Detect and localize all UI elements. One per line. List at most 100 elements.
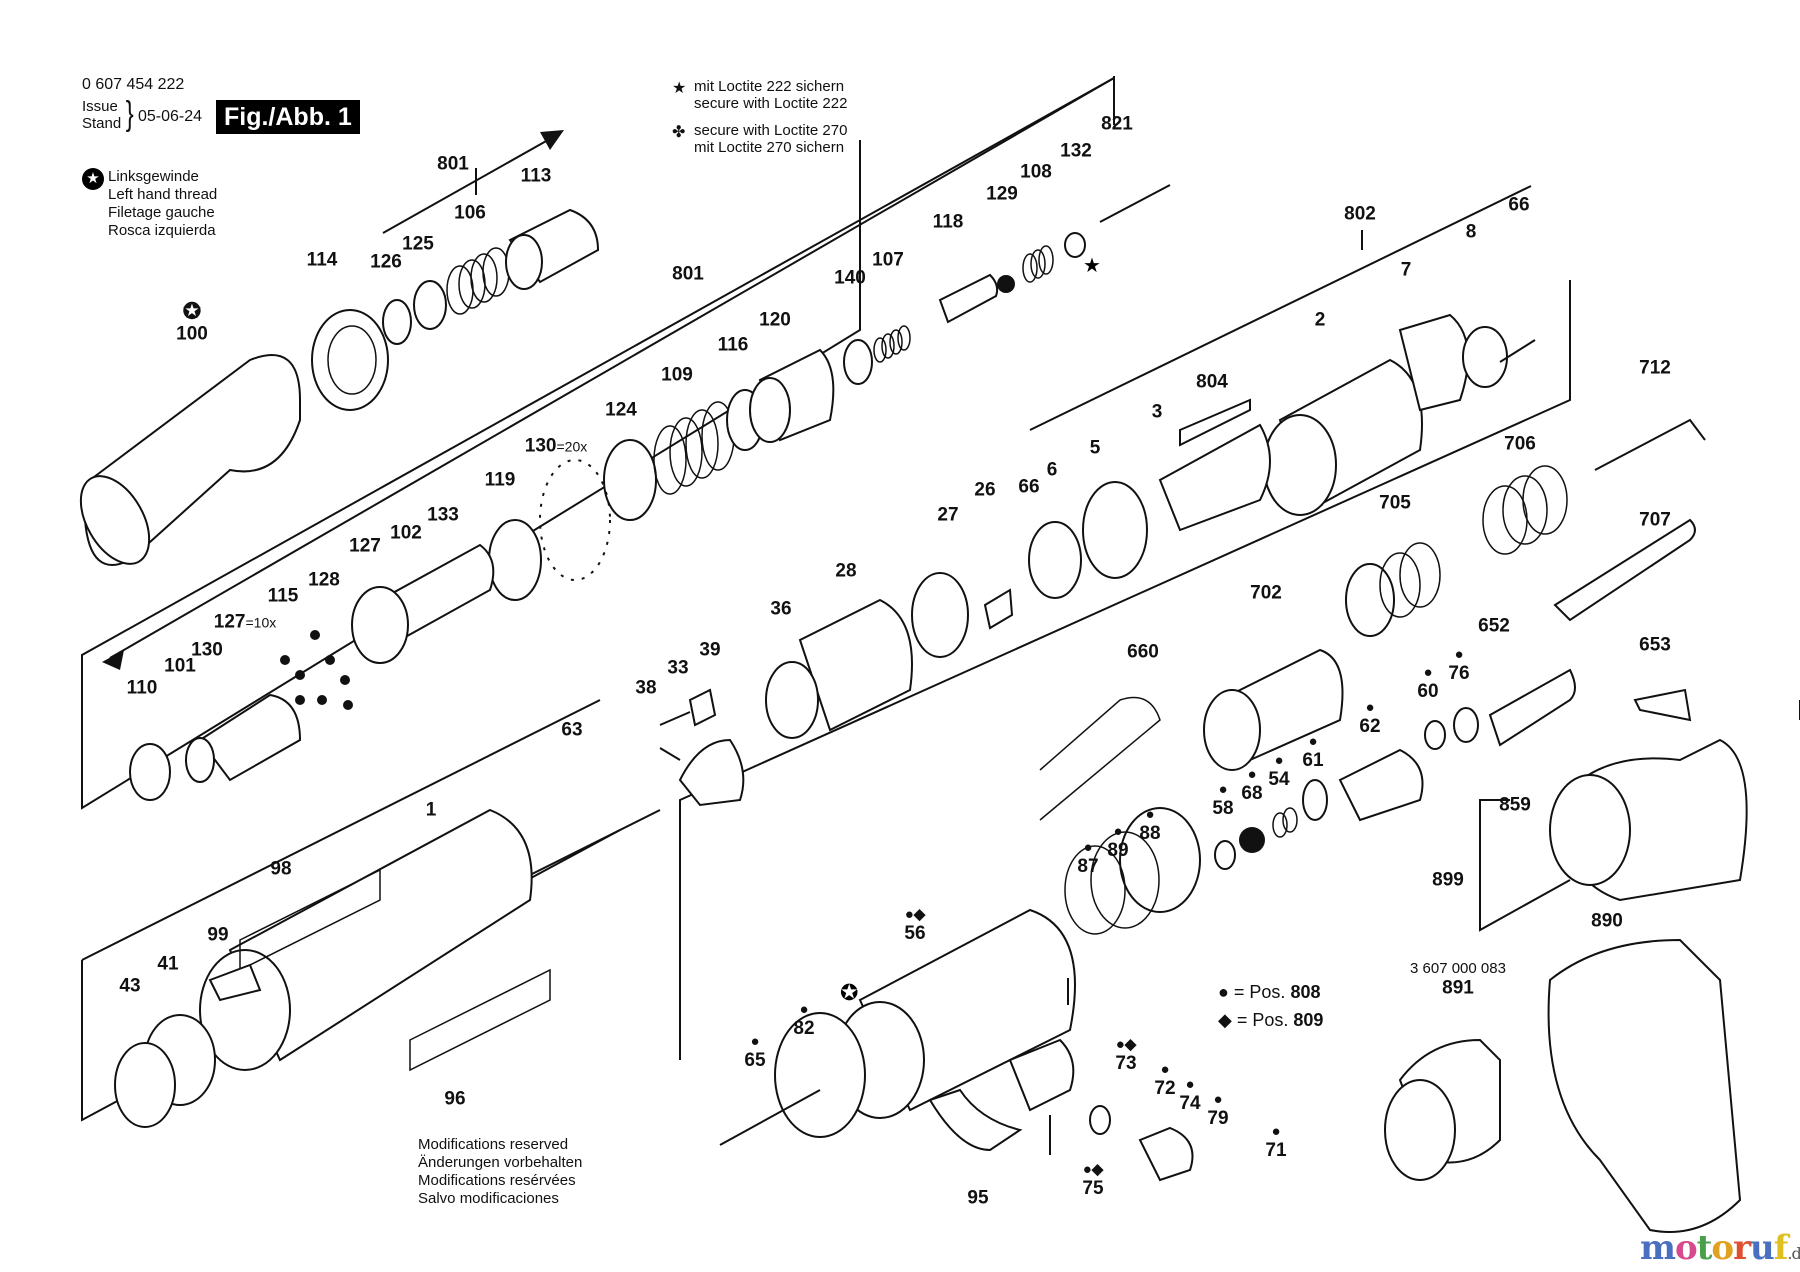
legend-loctite-line: mit Loctite 222 sichern bbox=[694, 78, 845, 95]
part-number: 28 bbox=[835, 560, 857, 582]
part-number: 890 bbox=[1591, 910, 1623, 932]
part-number: 706 bbox=[1504, 433, 1536, 455]
legend-pos-808: ● = Pos. 808 bbox=[1218, 978, 1323, 1006]
part-label-110: 110 bbox=[127, 679, 158, 698]
part-label-58: ●58 bbox=[1212, 782, 1233, 818]
part-99-clip bbox=[208, 963, 262, 1002]
part-label-705: 705 bbox=[1379, 494, 1411, 513]
part-number: 702 bbox=[1250, 582, 1282, 604]
brace-icon: } bbox=[125, 95, 134, 133]
part-number: 116 bbox=[717, 334, 749, 356]
brand-letter: f bbox=[1773, 1228, 1789, 1268]
part-label-38: 38 bbox=[635, 679, 656, 698]
part-label-802: 802 bbox=[1344, 205, 1376, 224]
left-hand-thread-icon: ✪ bbox=[840, 980, 858, 1005]
part-label-127: 127 bbox=[349, 537, 381, 556]
part-label-102: 102 bbox=[390, 524, 422, 543]
air-inlet-parts bbox=[1039, 418, 1706, 870]
part-label-98: 98 bbox=[270, 860, 291, 879]
arrow-left-icon bbox=[102, 650, 124, 670]
part-124-ring bbox=[603, 439, 657, 521]
brand-letter: o bbox=[1674, 1228, 1698, 1268]
part-label-702: 702 bbox=[1250, 584, 1282, 603]
figure-title: Fig./Abb. 1 bbox=[216, 100, 360, 134]
frame-top bbox=[81, 76, 1115, 810]
star-circle-icon: ★ bbox=[82, 168, 104, 190]
part-label-33: 33 bbox=[667, 659, 688, 678]
part-label-114: 114 bbox=[307, 251, 338, 270]
part-130-ball-ring bbox=[539, 459, 611, 581]
part-number: 129 bbox=[986, 183, 1018, 205]
part-130-balls bbox=[280, 630, 353, 710]
part-label-63: 63 bbox=[561, 721, 582, 740]
part-label-125: 125 bbox=[402, 235, 434, 254]
motor-parts bbox=[1028, 313, 1536, 599]
part-number: 27 bbox=[937, 504, 959, 526]
modifications-note: Modifications reserved Änderungen vorbeh… bbox=[418, 1136, 582, 1208]
part-number: 66 bbox=[1508, 194, 1530, 216]
part-707-wrench bbox=[1553, 518, 1696, 622]
part-label-653: 653 bbox=[1639, 636, 1671, 655]
part-label-133: 133 bbox=[427, 506, 459, 525]
part-label-43: 43 bbox=[119, 977, 140, 996]
part-label-101: 101 bbox=[164, 657, 196, 676]
part-label-27: 27 bbox=[937, 506, 958, 525]
valve-housing-parts: ✪ bbox=[719, 807, 1201, 1182]
modifications-line: Salvo modificaciones bbox=[418, 1190, 559, 1207]
part-number: 6 bbox=[1046, 459, 1058, 481]
legend-lh-line: Filetage gauche bbox=[108, 204, 215, 221]
catalog-part-number: 0 607 454 222 bbox=[82, 76, 185, 93]
part-label-66: 66 bbox=[1508, 196, 1529, 215]
part-label-76: ●76 bbox=[1448, 647, 1469, 683]
brand-watermark: motoruf.de bbox=[1640, 1228, 1800, 1268]
part-number: 652 bbox=[1478, 615, 1510, 637]
part-label-127: 127=10x bbox=[214, 613, 276, 632]
part-label-113: 113 bbox=[521, 167, 552, 186]
part-number: 133 bbox=[427, 504, 459, 526]
part-quantity: =10x bbox=[245, 614, 277, 631]
part-number: 106 bbox=[454, 202, 486, 224]
part-number: 5 bbox=[1089, 437, 1101, 459]
part-label-28: 28 bbox=[835, 562, 856, 581]
part-label-5: 5 bbox=[1090, 439, 1101, 458]
part-label-890: 890 bbox=[1591, 912, 1623, 931]
dot-icon: ● bbox=[1160, 1061, 1170, 1078]
dot-diamond-icon: ●◆ bbox=[904, 906, 926, 923]
star-icon: ★ bbox=[1083, 255, 1101, 277]
part-number: 89 bbox=[1107, 840, 1129, 861]
part-39-gear bbox=[688, 688, 717, 727]
part-label-68: ●68 bbox=[1241, 767, 1262, 803]
part-number: 801 bbox=[672, 263, 704, 285]
part-number: 2 bbox=[1314, 309, 1326, 331]
part-number: 62 bbox=[1359, 716, 1381, 737]
part-65-pin bbox=[719, 1089, 821, 1146]
part-label-107: 107 bbox=[872, 251, 904, 270]
part-label-130: 130 bbox=[191, 641, 223, 660]
star-icon: ★ bbox=[672, 80, 687, 97]
part-number: 8 bbox=[1465, 221, 1477, 243]
part-label-130: 130=20x bbox=[525, 437, 587, 456]
part-label-859: 859 bbox=[1499, 796, 1531, 815]
legend-loctite-222: ★ mit Loctite 222 sichern secure with Lo… bbox=[672, 78, 847, 112]
part-label-62: ●62 bbox=[1359, 700, 1380, 736]
part-28-housing bbox=[798, 598, 913, 732]
part-label-8: 8 bbox=[1466, 223, 1477, 242]
part-label-821: 821 bbox=[1101, 115, 1133, 134]
legend-pos-text: = Pos. bbox=[1233, 982, 1286, 1002]
part-number: 43 bbox=[119, 975, 141, 997]
part-number: 114 bbox=[306, 249, 338, 271]
part-101-spindle bbox=[198, 693, 302, 782]
part-label-60: ●60 bbox=[1417, 665, 1438, 701]
part-label-804: 804 bbox=[1196, 373, 1228, 392]
part-number: 108 bbox=[1020, 161, 1052, 183]
part-number: 125 bbox=[402, 233, 434, 255]
part-number: 71 bbox=[1265, 1140, 1287, 1161]
part-number: 72 bbox=[1154, 1078, 1176, 1099]
part-33-pin bbox=[659, 711, 691, 726]
part-label-129: 129 bbox=[986, 185, 1018, 204]
part-number: 102 bbox=[390, 522, 422, 544]
part-number: 68 bbox=[1241, 783, 1263, 804]
legend-loctite-line: mit Loctite 270 sichern bbox=[694, 139, 845, 156]
part-62-fitting bbox=[1338, 748, 1424, 822]
dot-icon: ● bbox=[1213, 1091, 1223, 1108]
